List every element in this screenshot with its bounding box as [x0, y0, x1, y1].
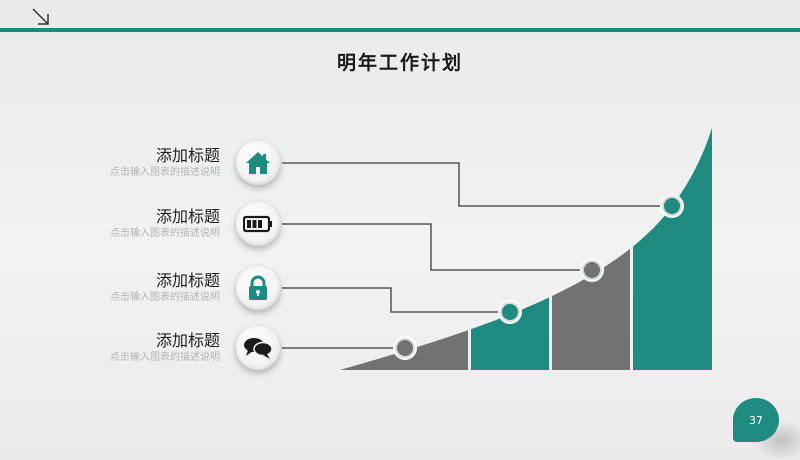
bar-2 — [471, 128, 549, 370]
bar-1 — [340, 128, 468, 370]
item-desc: 点击输入图表的描述说明 — [110, 292, 220, 303]
page-number-badge: 37 — [733, 398, 779, 442]
item-2: 添加标题 点击输入图表的描述说明 — [110, 207, 220, 241]
item-desc: 点击输入图表的描述说明 — [110, 167, 220, 178]
connector-dot-3 — [498, 300, 522, 324]
item-title: 添加标题 — [155, 207, 220, 226]
connector-line-1 — [282, 162, 672, 207]
lock-icon — [249, 275, 267, 300]
item-3-icon-circle — [236, 266, 280, 310]
corner-arrow-icon — [32, 8, 49, 25]
growth-diagram — [282, 128, 712, 370]
item-title: 添加标题 — [155, 146, 220, 165]
page-title: 明年工作计划 — [336, 52, 463, 74]
connector-dot-4 — [393, 336, 417, 360]
item-title: 添加标题 — [155, 271, 220, 290]
battery-icon — [243, 215, 272, 233]
connector-dot-2 — [580, 258, 604, 282]
home-icon — [246, 152, 270, 174]
item-title: 添加标题 — [155, 331, 220, 350]
bar-3 — [552, 128, 630, 370]
item-1: 添加标题 点击输入图表的描述说明 — [110, 146, 220, 180]
item-2-icon-circle — [236, 202, 280, 246]
connector-line-2 — [282, 223, 592, 271]
chat-icon — [244, 338, 273, 359]
item-desc: 点击输入图表的描述说明 — [110, 228, 220, 239]
top-accent-bar — [0, 28, 800, 32]
item-4-icon-circle — [236, 326, 280, 370]
item-4: 添加标题 点击输入图表的描述说明 — [110, 331, 220, 365]
item-desc: 点击输入图表的描述说明 — [110, 352, 220, 363]
connector-dot-1 — [660, 194, 684, 218]
bar-4 — [633, 128, 712, 370]
item-1-icon-circle — [236, 141, 280, 185]
item-3: 添加标题 点击输入图表的描述说明 — [110, 271, 220, 305]
connector-line-3 — [282, 287, 510, 313]
